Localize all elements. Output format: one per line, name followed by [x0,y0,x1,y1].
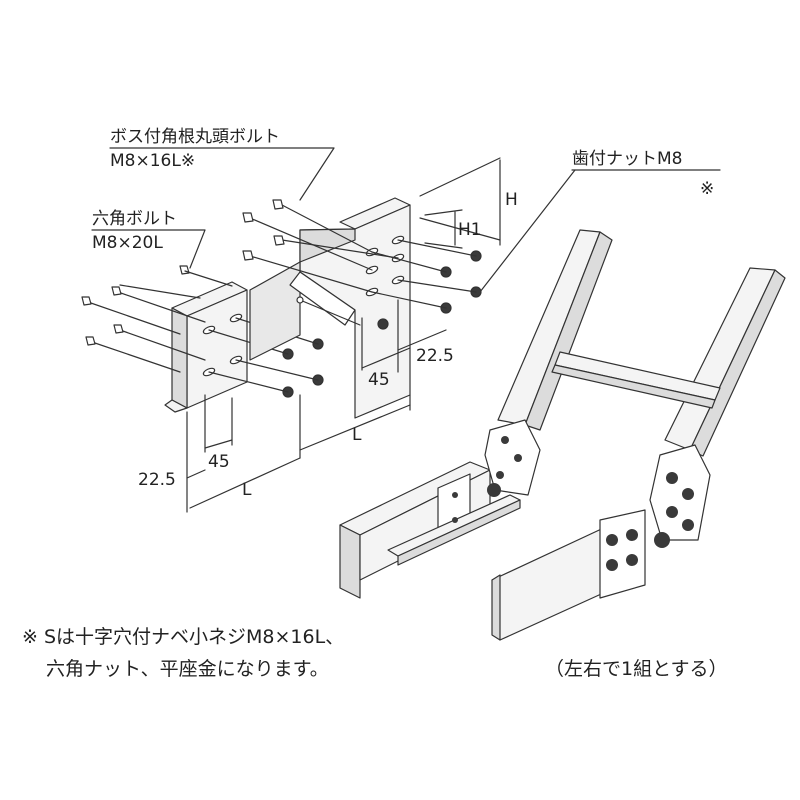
right-boss-bolts [242,199,399,326]
dim-h1-label: H1 [458,220,482,240]
pair-note: （左右で1組とする） [545,658,728,680]
ladder-tray-lower [339,461,646,641]
dim-left-22-5: 22.5 [138,470,176,490]
boss-bolt-spec: M8×16L※ [110,151,196,171]
boss-bolt-name: ボス付角根丸頭ボルト [110,127,280,147]
hex-bolt-spec: M8×20L [92,233,163,253]
dim-left-l: L [242,480,252,500]
callout-leaders [91,147,721,293]
hex-bolt-name: 六角ボルト [92,209,177,229]
note-line-2: 六角ナット、平座金になります。 [46,658,329,680]
note-line-1: ※ Sは十字穴付ナベ小ネジM8×16L、 [22,626,345,648]
dimension-left-bottom [186,394,301,513]
dimension-h [419,157,501,249]
dim-left-45: 45 [208,452,230,472]
left-splice-plate [164,281,248,413]
dim-right-l: L [352,425,362,445]
dimension-right-bottom [299,299,447,459]
left-hex-bolts [81,265,233,373]
nut-name: 歯付ナットM8 [572,149,683,169]
dim-right-45: 45 [368,370,390,390]
right-splice-plate [249,197,411,419]
nut-mark: ※ [700,179,715,199]
ladder-tray-upper [484,229,786,541]
hinge-bolts [452,436,694,571]
dim-h-label: H [505,190,518,210]
dim-right-22-5: 22.5 [416,346,454,366]
left-nuts [282,338,324,398]
